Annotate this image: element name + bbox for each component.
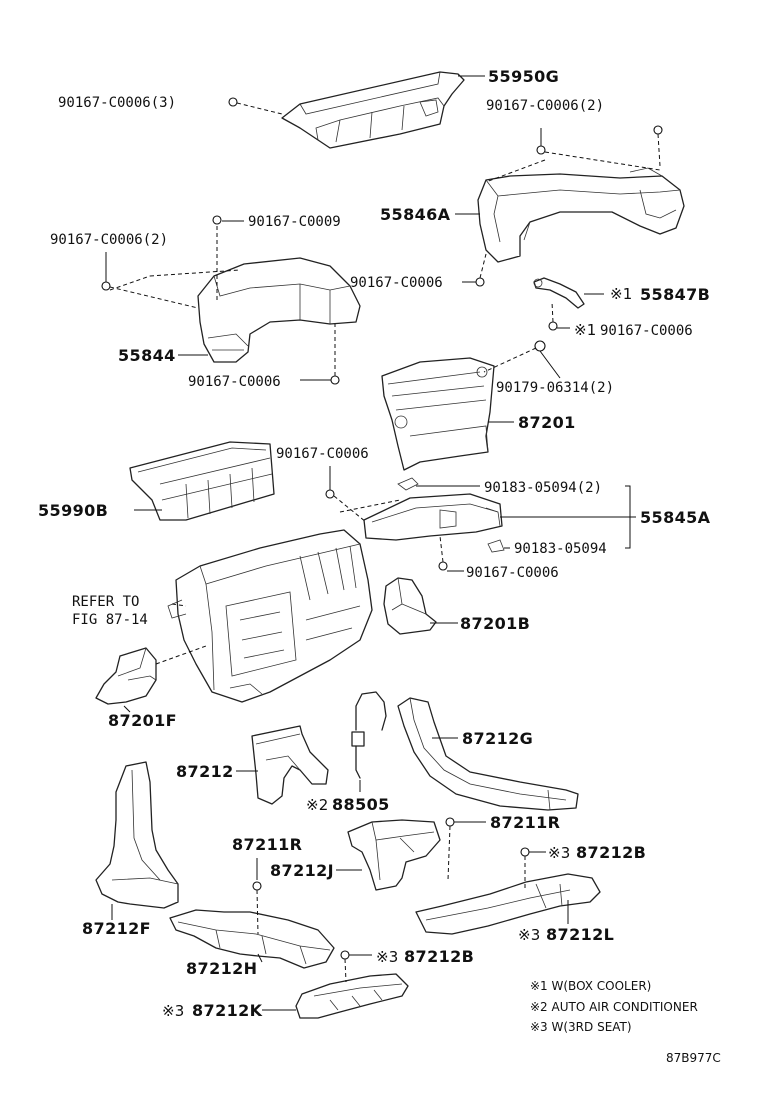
label-87212k: 87212K [192, 1001, 263, 1020]
label-90167-c0009: 90167-C0009 [248, 214, 341, 230]
part-87201f-drawing [95, 647, 157, 705]
label-90167-c0006-a: 90167-C0006 [350, 275, 443, 291]
bolt-icon [340, 950, 350, 960]
bolt-icon [534, 340, 546, 352]
label-fig-87-14: FIG 87-14 [72, 612, 148, 628]
label-90167-c0006-b: 90167-C0006 [600, 323, 693, 339]
part-87212g-drawing [397, 697, 579, 811]
label-55846a: 55846A [380, 205, 451, 224]
part-55845a-drawing [363, 477, 505, 553]
label-90167-c0006-2-top: 90167-C0006(2) [486, 98, 604, 114]
bolt-icon [228, 97, 238, 107]
mark-2: ※2 [306, 796, 329, 814]
bolt-icon [548, 321, 558, 331]
part-87212h-drawing [169, 909, 335, 969]
bolt-icon [445, 817, 455, 827]
label-90167-c0006-d: 90167-C0006 [276, 446, 369, 462]
bolt-icon [330, 375, 340, 385]
label-90167-c0006-e: 90167-C0006 [466, 565, 559, 581]
label-87212f: 87212F [82, 919, 151, 938]
label-55950g: 55950G [488, 67, 559, 86]
mark-3-d: ※3 [162, 1002, 185, 1020]
label-55844: 55844 [118, 346, 176, 365]
label-90167-c0006-2-left: 90167-C0006(2) [50, 232, 168, 248]
note-auto-air-conditioner: ※2 AUTO AIR CONDITIONER [530, 1000, 698, 1014]
label-55990b: 55990B [38, 501, 108, 520]
label-90179-06314: 90179-06314(2) [496, 380, 614, 396]
part-87212l-drawing [415, 873, 601, 935]
figure-code: 87B977C [666, 1051, 721, 1065]
label-87212l: 87212L [546, 925, 614, 944]
label-90167-c0006-c: 90167-C0006 [188, 374, 281, 390]
label-88505: 88505 [332, 795, 390, 814]
part-55846a-drawing [477, 167, 685, 263]
label-90183-05094: 90183-05094 [514, 541, 607, 557]
part-55950g-drawing [281, 71, 465, 149]
bolt-icon [438, 561, 448, 571]
label-90167-c0006-3: 90167-C0006(3) [58, 95, 176, 111]
bolt-icon [536, 145, 546, 155]
label-87212h: 87212H [186, 959, 257, 978]
part-55844-drawing [197, 257, 361, 363]
label-87212b-right: 87212B [576, 843, 646, 862]
labels: 55950G 90167-C0006(3) 90167-C0006(2) 558… [38, 67, 721, 1065]
label-87201f: 87201F [108, 711, 177, 730]
leader-lines [105, 75, 661, 1011]
mark-1-a: ※1 [610, 285, 633, 303]
label-87201: 87201 [518, 413, 576, 432]
bolt-icon [252, 881, 262, 891]
bolt-icon [325, 489, 335, 499]
mark-3-c: ※3 [376, 948, 399, 966]
part-87212j-drawing [347, 819, 441, 891]
label-87212: 87212 [176, 762, 234, 781]
label-87212g: 87212G [462, 729, 533, 748]
mark-3-b: ※3 [518, 926, 541, 944]
part-87212f-drawing [95, 761, 179, 909]
bolt-icon [212, 215, 222, 225]
mark-3-a: ※3 [548, 844, 571, 862]
bolt-icon [101, 281, 111, 291]
note-3rd-seat: ※3 W(3RD SEAT) [530, 1020, 632, 1034]
label-87211r-left: 87211R [232, 835, 302, 854]
bolt-icon [475, 277, 485, 287]
label-87212b-bottom: 87212B [404, 947, 474, 966]
part-87201b-drawing [383, 577, 437, 635]
label-55847b: 55847B [640, 285, 710, 304]
fasteners [101, 97, 663, 960]
label-90183-05094-2: 90183-05094(2) [484, 480, 602, 496]
label-87201b: 87201B [460, 614, 530, 633]
part-87212k-drawing [295, 973, 409, 1019]
label-refer-to: REFER TO [72, 594, 139, 610]
part-87201-drawing [381, 357, 495, 471]
bolt-icon [653, 125, 663, 135]
label-55845a: 55845A [640, 508, 711, 527]
mark-1-b: ※1 [574, 321, 597, 339]
part-55847b-drawing [533, 277, 585, 309]
bolt-icon [520, 847, 530, 857]
part-88505-drawing [351, 691, 387, 779]
part-55990b-drawing [129, 441, 275, 521]
label-87211r-right: 87211R [490, 813, 560, 832]
part-87212-drawing [251, 725, 329, 805]
part-hvac-unit-drawing [167, 529, 373, 703]
label-87212j: 87212J [270, 861, 334, 880]
note-box-cooler: ※1 W(BOX COOLER) [530, 979, 651, 993]
